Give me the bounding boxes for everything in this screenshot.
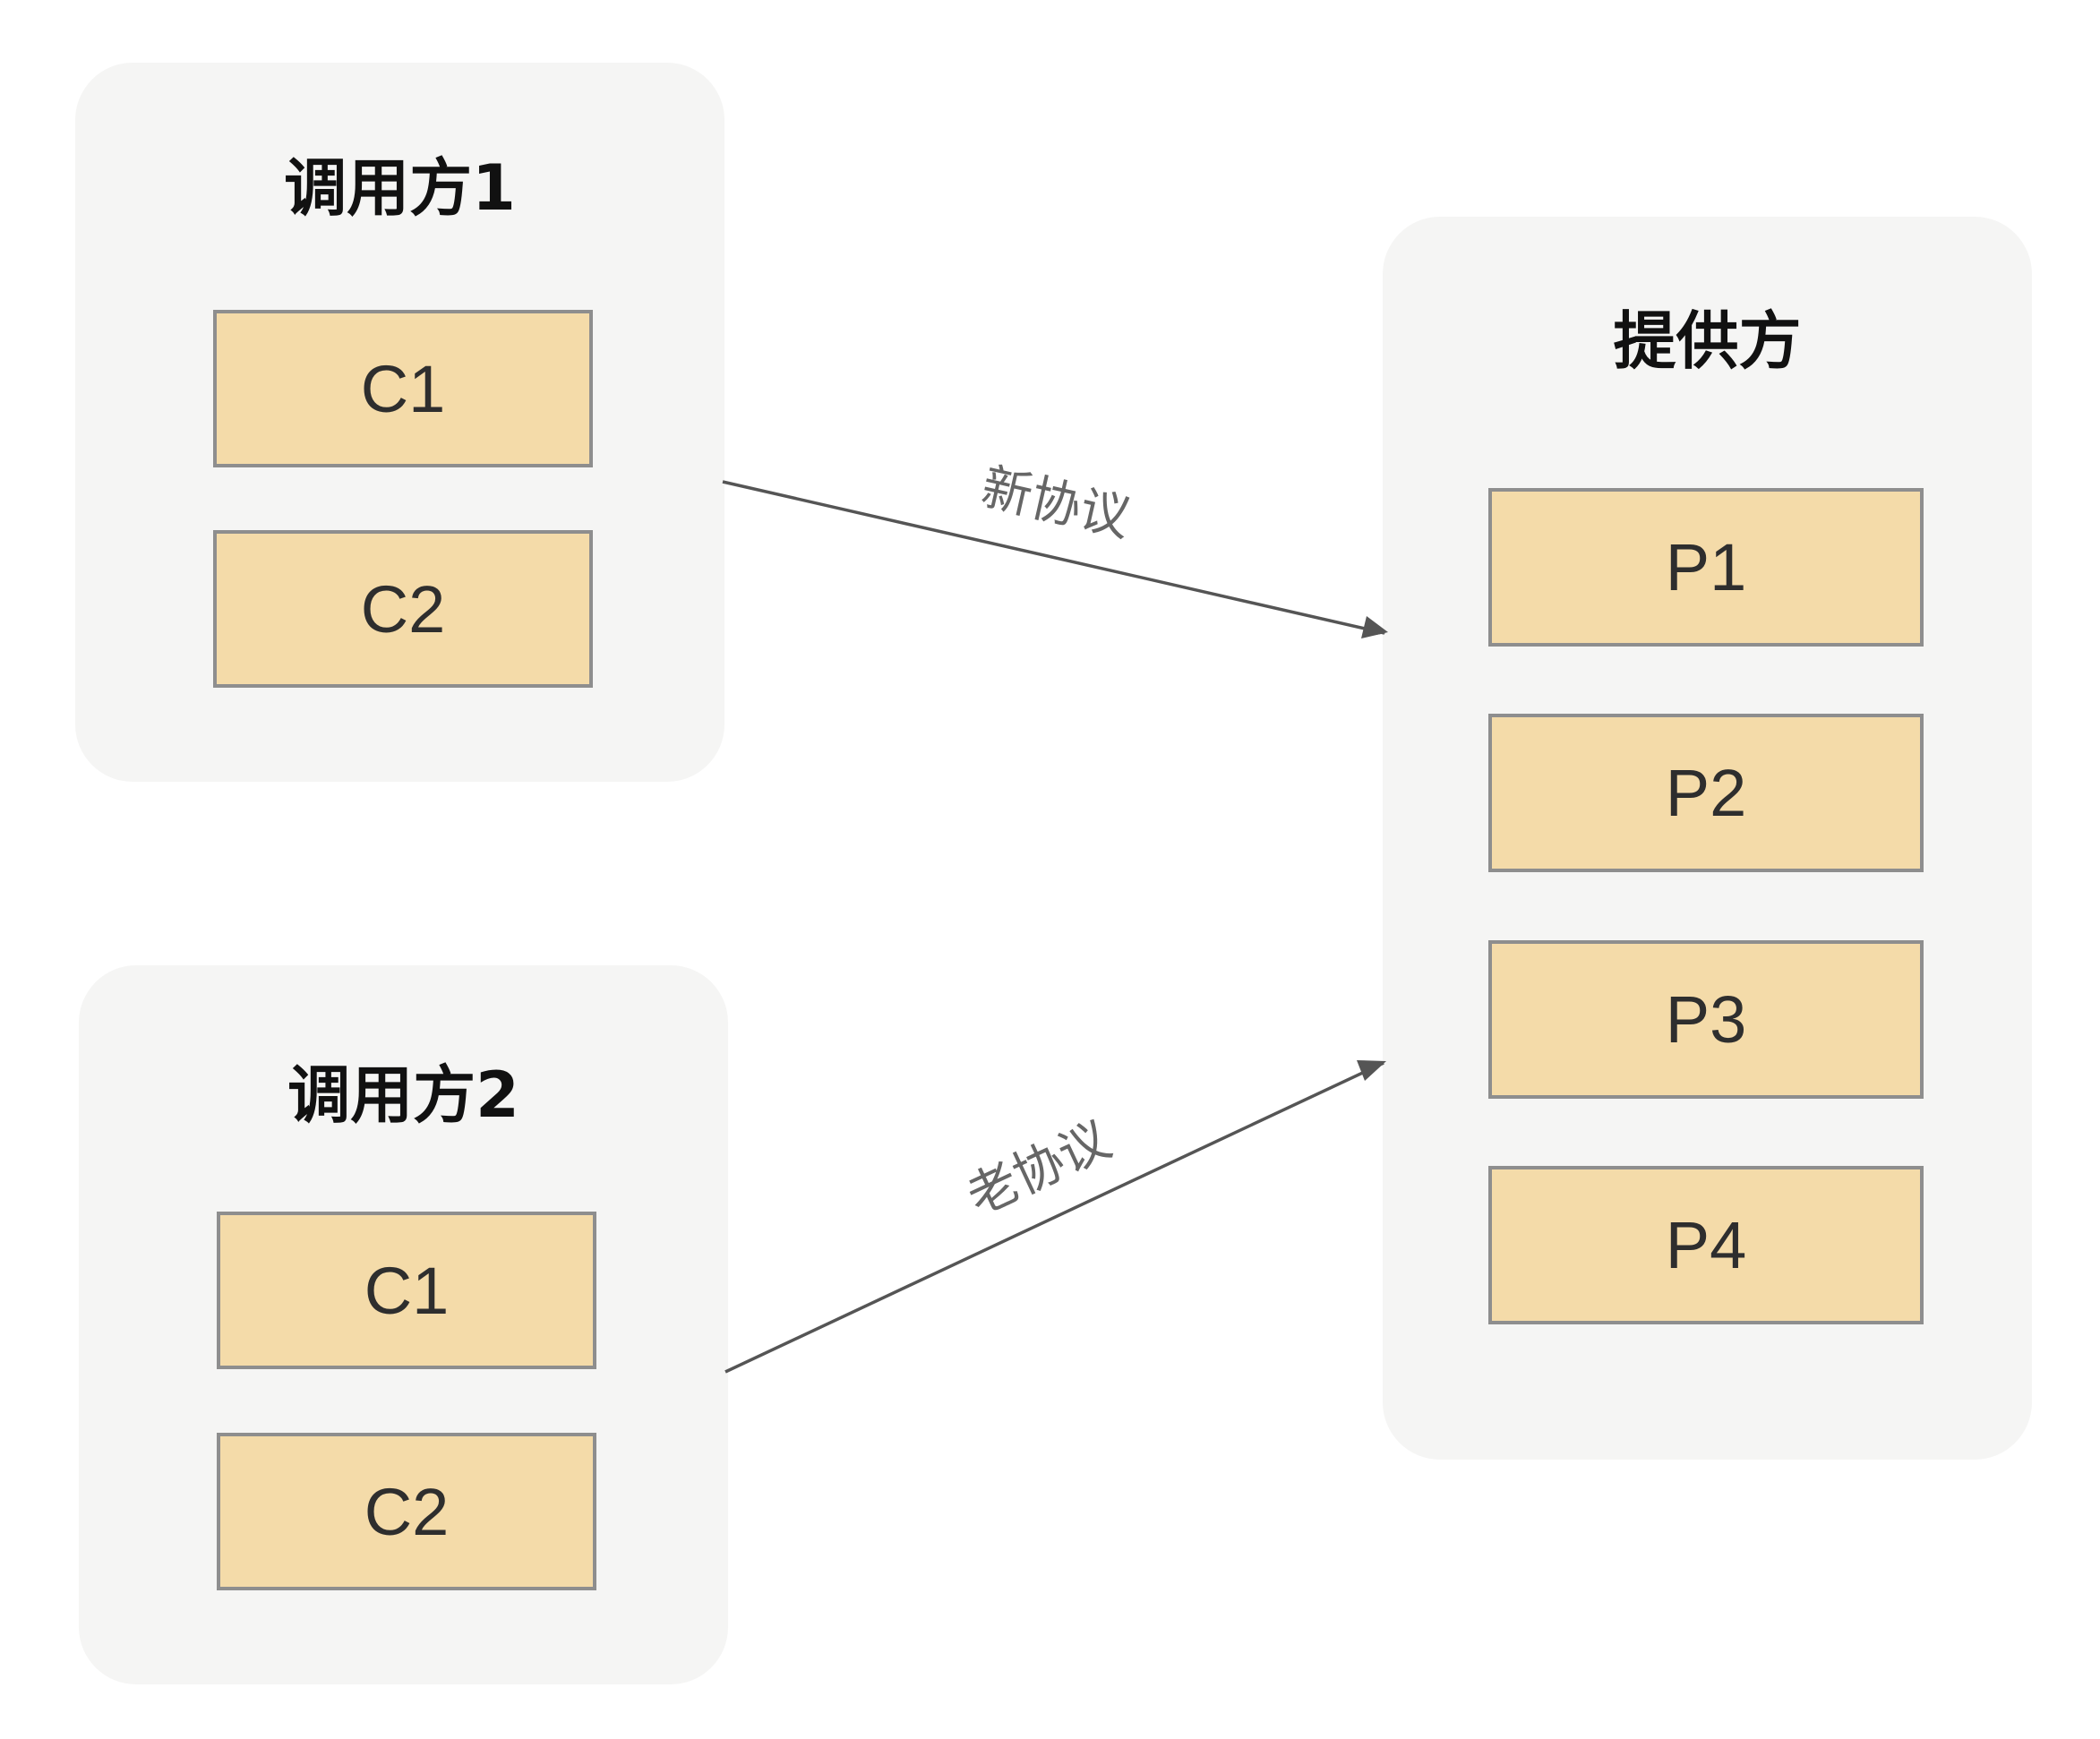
provider-node-p1: P1	[1488, 488, 1924, 647]
caller1-group: 调用方1 C1 C2	[75, 63, 724, 782]
caller2-node-c2: C2	[217, 1433, 596, 1590]
old-protocol-arrow	[724, 1061, 1384, 1374]
provider-node-p3: P3	[1488, 940, 1924, 1099]
new-protocol-arrow	[722, 480, 1385, 636]
provider-group: 提供方 P1 P2 P3 P4	[1383, 217, 2032, 1460]
provider-title: 提供方	[1613, 304, 1802, 378]
old-protocol-label: 老协议	[958, 1110, 1119, 1227]
caller1-title: 调用方1	[284, 151, 516, 225]
caller1-node-c2: C2	[213, 530, 593, 688]
caller2-node-c1: C1	[217, 1212, 596, 1369]
new-protocol-arrowhead	[1361, 616, 1388, 638]
caller2-title: 调用方2	[287, 1058, 519, 1132]
old-protocol-arrowhead	[1357, 1060, 1386, 1081]
caller2-group: 调用方2 C1 C2	[79, 965, 728, 1684]
caller1-node-c1: C1	[213, 310, 593, 467]
provider-node-p2: P2	[1488, 714, 1924, 872]
provider-node-p4: P4	[1488, 1166, 1924, 1324]
new-protocol-label: 新协议	[976, 458, 1136, 549]
